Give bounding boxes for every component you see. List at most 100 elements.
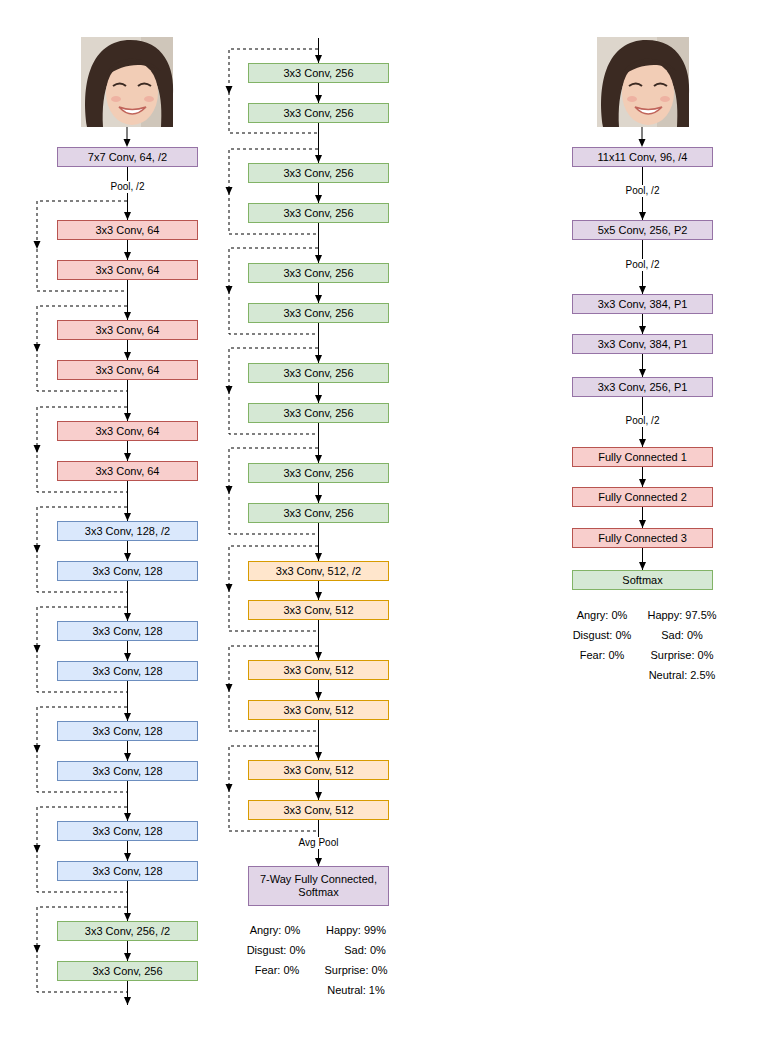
pool-label: Pool, /2 bbox=[624, 185, 662, 197]
layer-box: 3x3 Conv, 256 bbox=[248, 303, 389, 323]
arrowhead bbox=[315, 792, 322, 800]
layer-label: 3x3 Conv, 64 bbox=[91, 465, 163, 478]
layer-label: 3x3 Conv, 256 bbox=[279, 67, 357, 80]
layer-label: 3x3 Conv, 512 bbox=[279, 764, 357, 777]
probability-label: Disgust: 0% bbox=[247, 943, 306, 957]
connector bbox=[315, 283, 322, 303]
arrowhead bbox=[315, 295, 322, 303]
probability-label: Angry: 0% bbox=[250, 923, 301, 937]
arrowhead bbox=[315, 858, 322, 866]
arrowhead bbox=[639, 520, 646, 528]
layer-box: 3x3 Conv, 512, /2 bbox=[248, 561, 389, 581]
probability-label: Fear: 0% bbox=[255, 963, 300, 977]
layer-label: 3x3 Conv, 512 bbox=[279, 804, 357, 817]
probability-label: Neutral: 2.5% bbox=[649, 668, 716, 682]
arrowhead bbox=[315, 752, 322, 760]
connector bbox=[315, 323, 322, 363]
layer-label: 3x3 Conv, 256 bbox=[279, 267, 357, 280]
layer-box: 11x11 Conv, 96, /4 bbox=[572, 147, 713, 167]
connector bbox=[315, 123, 322, 163]
arrowhead bbox=[315, 692, 322, 700]
connector bbox=[315, 523, 322, 561]
layer-label: 3x3 Conv, 64 bbox=[91, 264, 163, 277]
arrowhead bbox=[639, 286, 646, 294]
layer-label: Fully Connected 2 bbox=[594, 491, 691, 504]
connector bbox=[124, 641, 131, 661]
layer-label: Softmax bbox=[618, 574, 666, 587]
layer-box: 3x3 Conv, 256 bbox=[248, 163, 389, 183]
connector bbox=[315, 223, 322, 263]
arrowhead bbox=[124, 913, 131, 921]
connector bbox=[639, 314, 646, 334]
arrowhead bbox=[124, 997, 131, 1005]
layer-box: 3x3 Conv, 128 bbox=[57, 561, 198, 581]
arrowhead bbox=[124, 853, 131, 861]
layer-box: 3x3 Conv, 256 bbox=[248, 363, 389, 383]
layer-box: 3x3 Conv, 512 bbox=[248, 600, 389, 620]
pool-label: Avg Pool bbox=[297, 837, 341, 849]
layer-label: 3x3 Conv, 64 bbox=[91, 224, 163, 237]
layer-box: 3x3 Conv, 256 bbox=[248, 463, 389, 483]
arrowhead bbox=[124, 613, 131, 621]
layer-box: 3x3 Conv, 128 bbox=[57, 861, 198, 881]
pool-label: Pool, /2 bbox=[624, 415, 662, 427]
skip-arrowhead bbox=[34, 86, 233, 953]
connector bbox=[315, 483, 322, 503]
connector bbox=[124, 481, 131, 521]
layer-label: 3x3 Conv, 256 bbox=[279, 507, 357, 520]
arrowhead bbox=[639, 479, 646, 487]
layer-box: 3x3 Conv, 256 bbox=[248, 263, 389, 283]
connector bbox=[124, 681, 131, 721]
layer-label: Fully Connected 3 bbox=[594, 532, 691, 545]
arrowhead bbox=[639, 326, 646, 334]
arrowhead bbox=[315, 592, 322, 600]
arrowhead bbox=[124, 352, 131, 360]
connector bbox=[124, 541, 131, 561]
arrowhead bbox=[124, 212, 131, 220]
connector bbox=[315, 720, 322, 760]
layer-label: 3x3 Conv, 128 bbox=[88, 865, 166, 878]
probability-label: Fear: 0% bbox=[580, 648, 625, 662]
layer-box: 3x3 Conv, 64 bbox=[57, 220, 198, 240]
layer-box: 3x3 Conv, 128 bbox=[57, 721, 198, 741]
layer-label: 3x3 Conv, 256 bbox=[279, 467, 357, 480]
layer-label: 3x3 Conv, 256 bbox=[279, 167, 357, 180]
layer-box: 3x3 Conv, 512 bbox=[248, 700, 389, 720]
probability-label: Angry: 0% bbox=[577, 608, 628, 622]
arrowhead bbox=[315, 495, 322, 503]
pool-label: Pool, /2 bbox=[624, 259, 662, 271]
arrowhead bbox=[124, 413, 131, 421]
arrowhead bbox=[639, 439, 646, 447]
layer-label: 3x3 Conv, 384, P1 bbox=[594, 338, 692, 351]
layer-box: 7x7 Conv, 64, /2 bbox=[57, 147, 198, 167]
layer-label: 3x3 Conv, 128, /2 bbox=[81, 525, 174, 538]
layer-box: Fully Connected 1 bbox=[572, 447, 713, 467]
connector bbox=[124, 340, 131, 360]
layer-box: 3x3 Conv, 256 bbox=[57, 961, 198, 981]
connector bbox=[124, 581, 131, 621]
probability-label: Sad: 0% bbox=[661, 628, 703, 642]
pool-label: Pool, /2 bbox=[109, 181, 147, 193]
layer-label: 3x3 Conv, 128 bbox=[88, 725, 166, 738]
layer-box: 3x3 Conv, 384, P1 bbox=[572, 294, 713, 314]
probability-label: Happy: 99% bbox=[326, 923, 386, 937]
arrowhead bbox=[315, 455, 322, 463]
arrowhead bbox=[124, 753, 131, 761]
connector bbox=[124, 881, 131, 921]
layer-label: 3x3 Conv, 256 bbox=[279, 407, 357, 420]
layer-label: 3x3 Conv, 512 bbox=[279, 604, 357, 617]
arrowhead bbox=[124, 513, 131, 521]
connector bbox=[124, 167, 131, 220]
layer-box: 3x3 Conv, 512 bbox=[248, 800, 389, 820]
arrowhead bbox=[124, 813, 131, 821]
connector bbox=[639, 507, 646, 528]
layer-label: 5x5 Conv, 256, P2 bbox=[594, 224, 692, 237]
arrowhead bbox=[315, 652, 322, 660]
layer-label: 3x3 Conv, 512 bbox=[279, 704, 357, 717]
connector bbox=[315, 680, 322, 700]
layer-label: 3x3 Conv, 256, P1 bbox=[594, 381, 692, 394]
arrowhead bbox=[315, 155, 322, 163]
layer-box: 3x3 Conv, 512 bbox=[248, 660, 389, 680]
arrowhead bbox=[124, 553, 131, 561]
layer-box: 3x3 Conv, 256, /2 bbox=[57, 921, 198, 941]
